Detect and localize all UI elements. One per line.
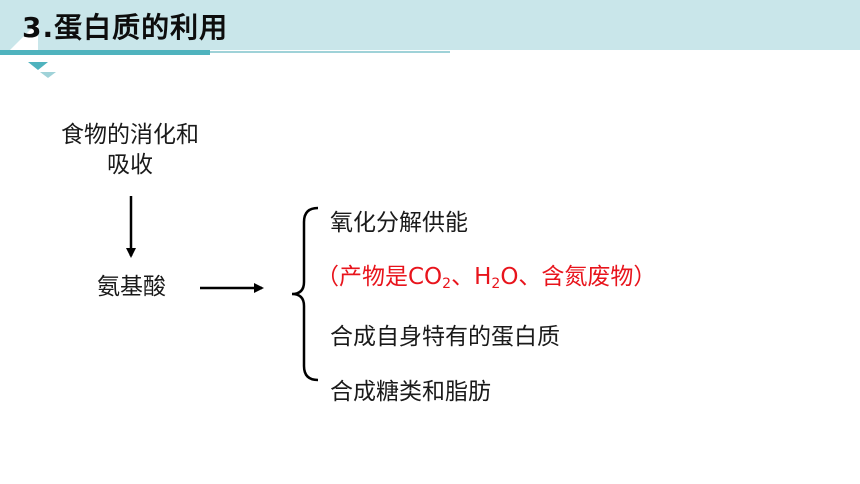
header-underline <box>0 50 210 55</box>
header-band <box>0 0 860 50</box>
branch-oxidation: 氧化分解供能 <box>330 210 468 236</box>
branch-synthesis-sugar-fat: 合成糖类和脂肪 <box>330 379 491 405</box>
source-node-line-1: 食物的消化和 <box>61 122 199 148</box>
header-decoration-chevron-1 <box>28 62 48 70</box>
amino-acid-node: 氨基酸 <box>97 274 166 300</box>
header-decoration <box>0 22 450 78</box>
branch-brace <box>291 206 319 382</box>
co2-subscript: 2 <box>442 276 452 292</box>
products-open: （产物是CO <box>316 264 443 290</box>
header-underline-thin <box>210 51 450 53</box>
page-title: 3.蛋白质的利用 <box>22 11 229 44</box>
h2o-subscript: 2 <box>491 276 501 292</box>
source-node: 食物的消化和 吸收 <box>40 120 220 180</box>
source-node-line-2: 吸收 <box>107 152 153 178</box>
header-decoration-triangle <box>10 22 38 50</box>
products-separator: 、H <box>451 264 492 290</box>
branch-products-note: （产物是CO2、H2O、含氮废物） <box>316 262 656 292</box>
branch-synthesis-protein: 合成自身特有的蛋白质 <box>330 324 560 350</box>
products-close: O、含氮废物） <box>500 264 657 290</box>
header-decoration-chevron-2 <box>40 72 56 78</box>
